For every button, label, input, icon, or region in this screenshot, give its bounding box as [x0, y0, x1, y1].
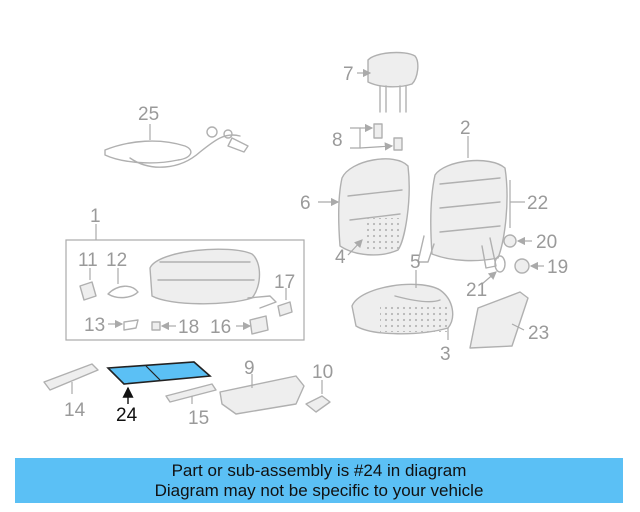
label-23: 23 [528, 323, 549, 344]
label-13: 13 [84, 315, 105, 336]
label-6: 6 [300, 193, 311, 214]
part-4: 4 [335, 239, 363, 268]
part-18-screw: 18 [151, 317, 199, 338]
label-9: 9 [244, 358, 255, 379]
label-12: 12 [106, 250, 127, 271]
part-16-knob: 16 [210, 315, 269, 338]
label-24: 24 [116, 405, 138, 426]
part-8-guides: 8 [332, 123, 403, 151]
label-11: 11 [78, 250, 98, 271]
label-22: 22 [527, 193, 548, 214]
label-3: 3 [440, 344, 451, 365]
part-2-seatback-frame: 2 [417, 118, 508, 269]
part-5-seat-cushion: 5 3 [351, 252, 454, 365]
label-17: 17 [274, 272, 295, 293]
part-23-back-panel: 23 [469, 291, 549, 349]
part-24-highlighted-panel: 24 [106, 361, 212, 426]
label-5: 5 [410, 252, 421, 273]
label-15: 15 [188, 408, 209, 429]
label-10: 10 [312, 362, 333, 383]
part-7-headrest: 7 [343, 51, 419, 113]
label-19: 19 [547, 257, 568, 278]
part-12-wire: 12 [106, 250, 139, 299]
label-7: 7 [343, 64, 354, 85]
label-1: 1 [90, 206, 101, 227]
label-4: 4 [335, 247, 346, 268]
label-16: 16 [210, 317, 231, 338]
part-17-clip: 17 [274, 272, 295, 317]
part-25-harness: 25 [104, 104, 249, 168]
caption-banner: Part or sub-assembly is #24 in diagram D… [15, 458, 623, 503]
label-2: 2 [460, 118, 471, 139]
part-19-knob: 19 [514, 257, 568, 278]
part-20-knob: 20 [503, 232, 557, 253]
part-10-lever: 10 [305, 362, 333, 413]
label-21: 21 [466, 280, 487, 301]
part-1-assembly-box: 1 [65, 206, 305, 341]
label-20: 20 [536, 232, 557, 253]
label-14: 14 [64, 400, 86, 421]
seat-frame [149, 248, 277, 309]
part-13-clip: 13 [84, 315, 139, 336]
part-11-bracket: 11 [78, 250, 98, 301]
caption-line-2: Diagram may not be specific to your vehi… [154, 481, 484, 500]
part-15-rail: 15 [165, 383, 217, 429]
part-21-clip: 21 [466, 255, 506, 301]
part-14-rail: 14 [43, 363, 99, 421]
part-6-seatback-cover: 6 [300, 158, 410, 256]
label-18: 18 [178, 317, 199, 338]
label-25: 25 [138, 104, 159, 125]
label-8: 8 [332, 130, 343, 151]
caption-line-1: Part or sub-assembly is #24 in diagram [171, 461, 467, 480]
part-22: 22 [509, 180, 548, 228]
part-9-side-cover: 9 [219, 358, 305, 415]
